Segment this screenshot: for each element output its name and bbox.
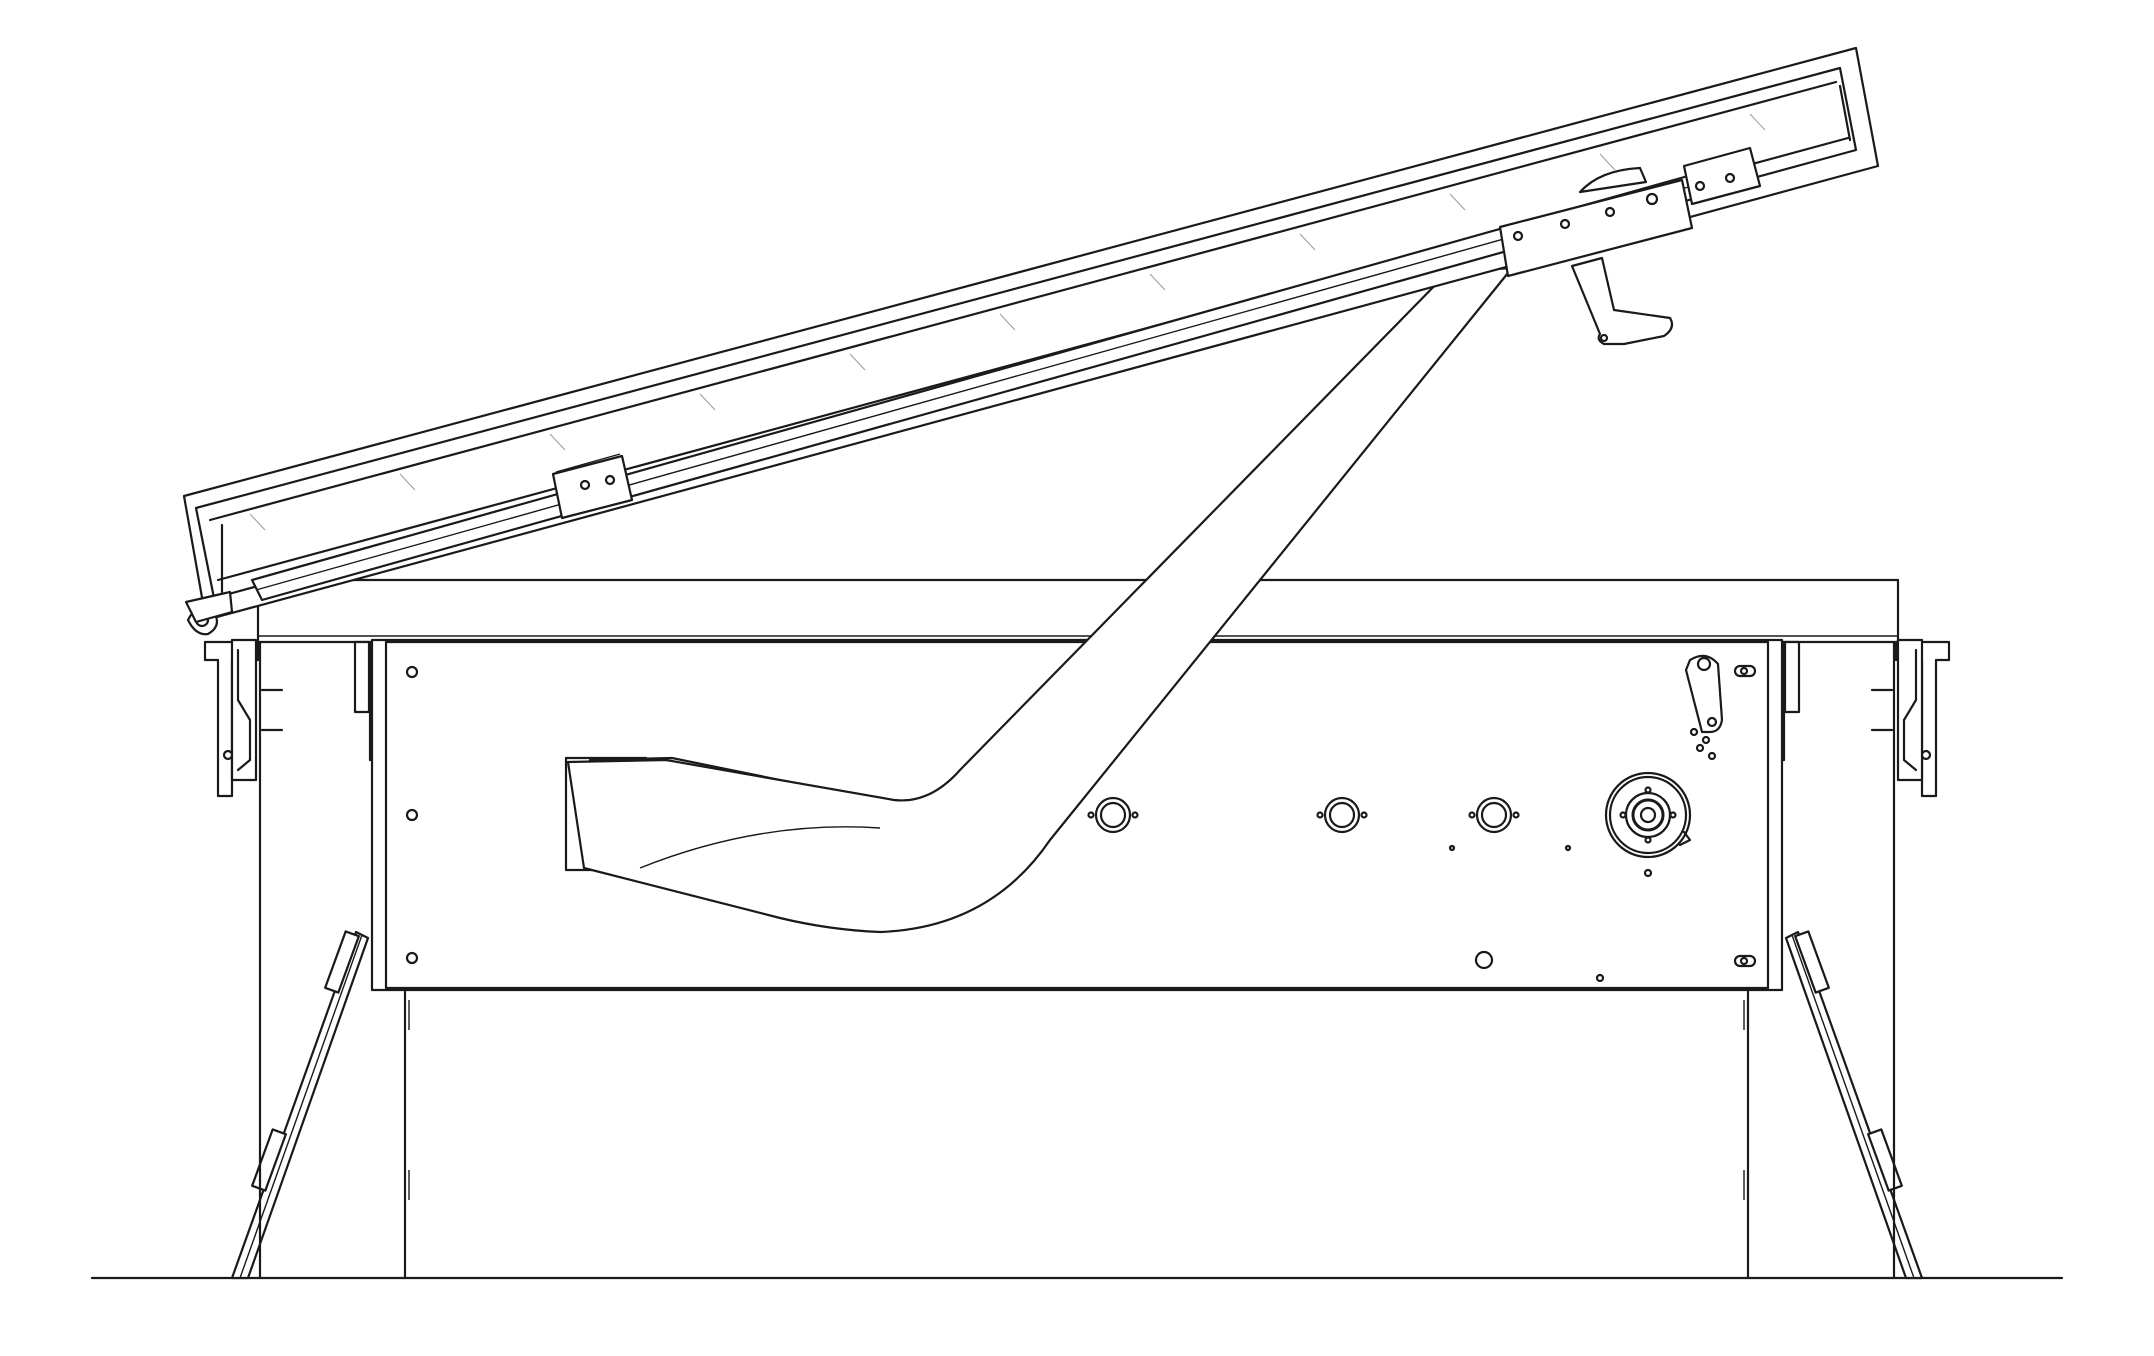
glass-hatching bbox=[249, 113, 1766, 531]
support-arm bbox=[566, 266, 1514, 934]
right-side-channel bbox=[1768, 638, 1951, 798]
port-openings bbox=[1087, 796, 1520, 834]
inner-curb bbox=[403, 988, 1750, 1280]
hinge-latch bbox=[184, 590, 234, 636]
right-lid-bracket bbox=[1498, 146, 1762, 346]
right-upstand bbox=[1784, 638, 1924, 1280]
lid-under-rail bbox=[250, 174, 1698, 602]
motor-hub bbox=[1604, 771, 1692, 878]
left-upstand bbox=[230, 638, 370, 1280]
right-linkage bbox=[1684, 654, 1757, 968]
left-lid-bracket bbox=[551, 453, 634, 520]
left-side-channel bbox=[203, 638, 386, 798]
frame-top-rail bbox=[256, 578, 1900, 644]
